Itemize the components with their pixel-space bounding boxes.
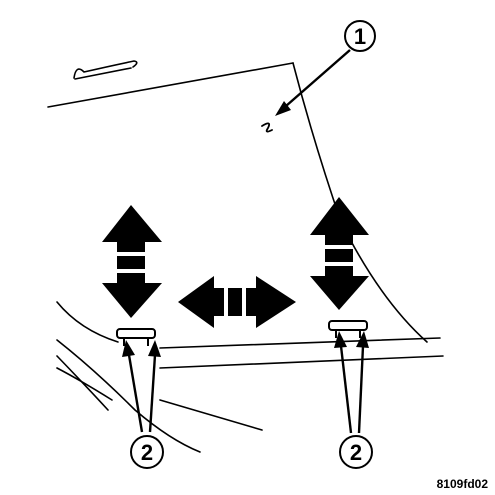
fascia-left-curve-1 — [56, 301, 119, 343]
leader-callout-2-right — [334, 331, 369, 434]
fascia-left-curve-3 — [56, 355, 109, 411]
fascia-left-curve-5 — [159, 399, 263, 431]
fascia-edges — [56, 301, 444, 453]
fascia-horizontal-line-upper — [159, 337, 441, 349]
panel-top-edge — [47, 62, 294, 108]
panel-handle-line — [74, 67, 132, 80]
right-fastener — [328, 320, 368, 338]
figure-code: 8109fd02 — [437, 477, 489, 491]
horizontal-arrow-icon — [178, 276, 296, 328]
callout-2-left: 2 — [130, 435, 164, 469]
leader-callout-2-left — [122, 340, 161, 433]
svg-text:2: 2 — [141, 440, 153, 465]
left-fastener — [116, 328, 156, 346]
clip-item-1 — [261, 122, 273, 133]
fascia-horizontal-line-lower — [159, 355, 444, 369]
panel-handle-recess — [73, 60, 138, 79]
fascia-left-curve-2 — [56, 339, 201, 453]
panel-right-curve — [292, 62, 428, 343]
svg-text:2: 2 — [350, 440, 362, 465]
callout-1: 1 — [344, 20, 376, 52]
fascia-left-curve-4 — [56, 367, 113, 401]
svg-text:1: 1 — [354, 24, 366, 49]
callout-2-right: 2 — [339, 435, 373, 469]
leader-callout-1 — [275, 49, 351, 116]
right-vertical-arrow-icon — [310, 197, 369, 310]
left-vertical-arrow-icon — [102, 205, 162, 318]
